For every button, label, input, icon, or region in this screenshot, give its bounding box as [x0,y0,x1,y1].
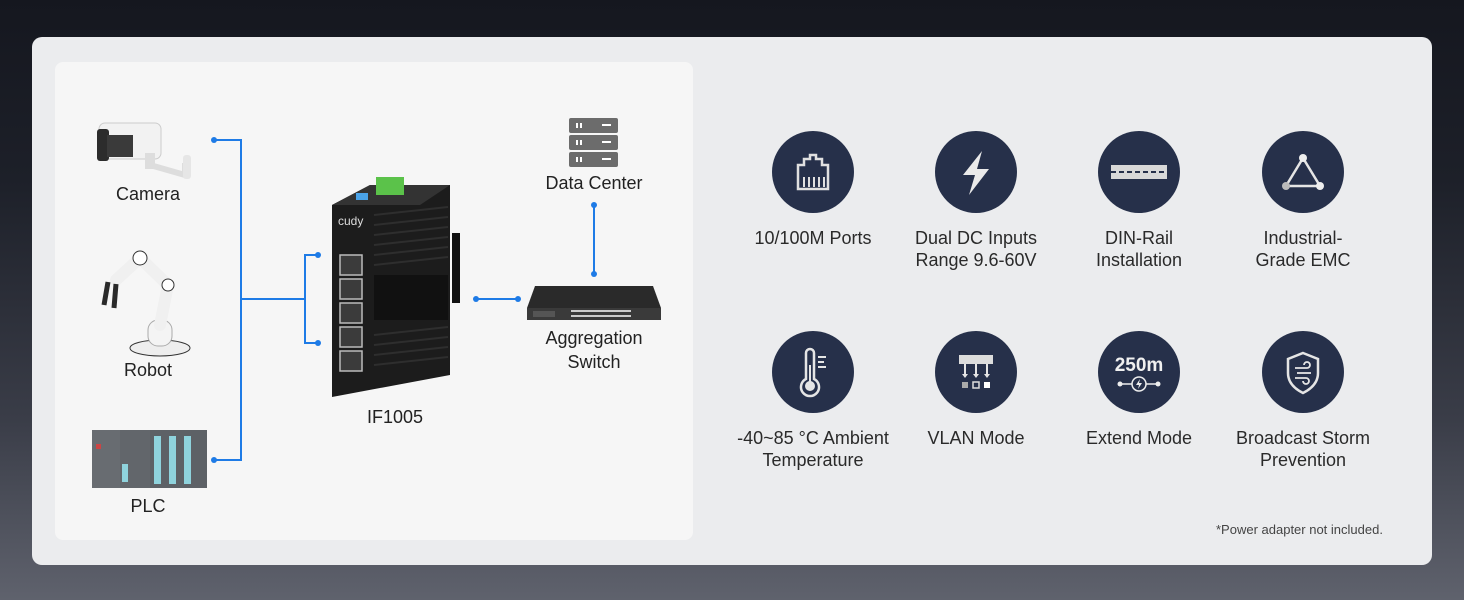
footnote: *Power adapter not included. [1216,522,1383,537]
lightning-bolt-icon [935,131,1017,213]
aggregation-switch-image [527,286,661,320]
ethernet-port-icon [772,131,854,213]
feature-emc: Industrial-Grade EMC [1218,131,1388,271]
data-center-icon [569,118,618,167]
extend-distance-badge: 250m [1115,355,1164,376]
thermometer-icon [772,331,854,413]
robot-label: Robot [123,360,173,380]
plc-image [92,430,207,488]
robot-image [101,250,191,357]
feature-extend: 250m Extend Mode [1054,331,1224,449]
feature-vlan: VLAN Mode [891,331,1061,449]
if1005-switch-image: cudy [332,177,460,397]
switch-brand-logo: cudy [338,214,363,228]
feature-ports: 10/100M Ports [728,131,898,249]
plc-label: PLC [130,496,166,516]
data-center-label: Data Center [545,173,643,193]
shield-storm-icon [1262,331,1344,413]
aggregation-switch-label: Aggregation Switch [545,328,643,372]
vlan-icon [935,331,1017,413]
din-rail-icon [1098,131,1180,213]
camera-image [97,122,191,179]
triangle-nodes-icon [1262,131,1344,213]
camera-label: Camera [115,184,181,204]
if1005-label: IF1005 [366,407,424,427]
extend-250m-icon: 250m [1098,331,1180,413]
